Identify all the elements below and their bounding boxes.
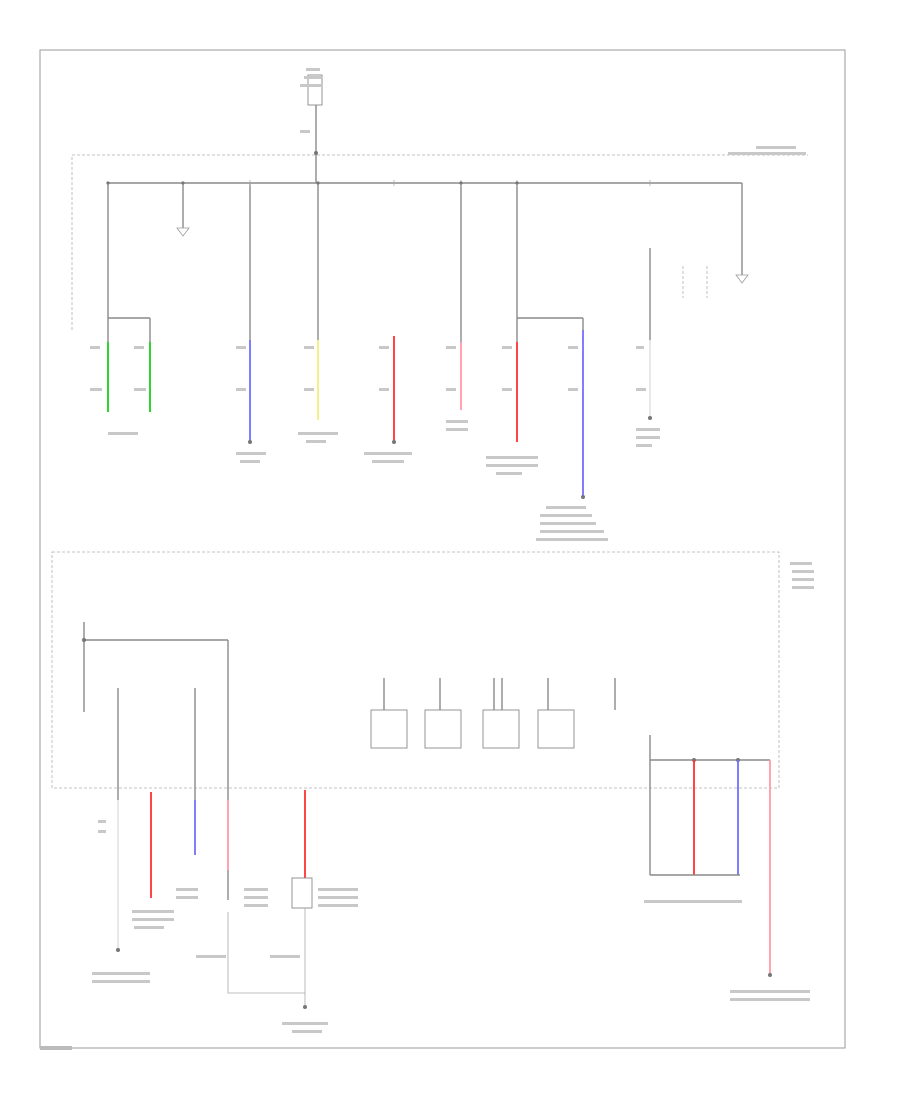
- branch-5-terminal: [392, 440, 396, 444]
- battery-symbol: [307, 74, 323, 106]
- branch-7-terminal: [581, 495, 585, 499]
- pink-wire-terminal: [768, 973, 772, 977]
- page-tag-box: [40, 1046, 72, 1050]
- relay-1: [370, 709, 408, 749]
- battery-junction: [314, 151, 318, 155]
- starter-thin-wiring: [227, 908, 306, 1005]
- relay-2: [424, 709, 462, 749]
- diagram-border: [39, 49, 846, 1049]
- starter-terminal: [303, 1005, 307, 1009]
- illegible-label-marks: [90, 68, 814, 1033]
- bus-junction-dots: [106, 181, 519, 185]
- sensor-box: [291, 877, 313, 909]
- harness-dashed-outline: [71, 154, 808, 330]
- branch-3-terminal: [248, 440, 252, 444]
- white-wire-terminal: [116, 948, 120, 952]
- ground-icon: [176, 227, 190, 237]
- relay-3: [482, 709, 520, 749]
- fuse-relay-box-outline: [51, 551, 780, 789]
- ground-icon-right: [735, 274, 749, 284]
- branch-8-terminal: [648, 416, 652, 420]
- relay-4: [537, 709, 575, 749]
- box-left-junction: [82, 638, 86, 642]
